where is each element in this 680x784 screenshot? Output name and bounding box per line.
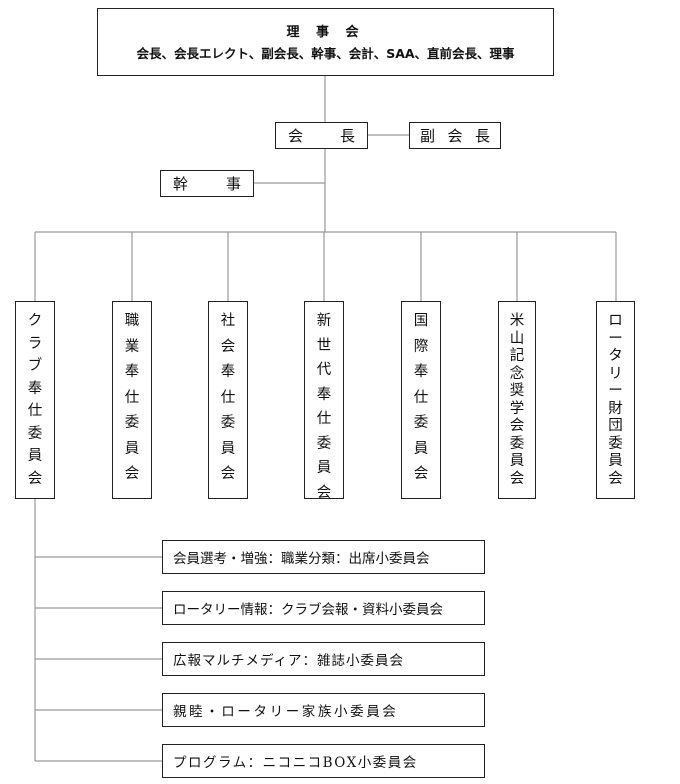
committee-char: 会 xyxy=(413,466,429,482)
subcommittee-label: 親睦・ロータリー家族小委員会 xyxy=(173,704,399,720)
committee-char: 米 xyxy=(509,313,525,329)
committee-community-service: 社 会 奉 仕 委 員 会 xyxy=(208,301,248,499)
committee-char: 仕 xyxy=(220,389,236,406)
subcommittee-label: プログラム：ニコニコBOX小委員会 xyxy=(173,755,418,771)
committee-char: ク xyxy=(27,313,43,329)
subcommittee-label: 広報マルチメディア：雑誌小委員会 xyxy=(173,653,405,669)
subcommittee-label: ロータリー情報：クラブ会報・資料小委員会 xyxy=(173,602,443,618)
committee-char: 会 xyxy=(27,470,43,487)
board-of-directors-box: 理 事 会 会長、会長エレクト、副会長、幹事、会計、SAA、直前会長、理事 xyxy=(97,8,554,76)
committee-char: 職 xyxy=(124,313,140,329)
committee-char: 員 xyxy=(27,448,43,464)
committee-char: 員 xyxy=(220,440,236,457)
committee-char: 会 xyxy=(509,418,525,434)
committee-char: 委 xyxy=(27,425,43,442)
committee-char: 奉 xyxy=(220,364,236,380)
committee-char: 員 xyxy=(509,453,525,469)
committee-char: 仕 xyxy=(124,389,140,406)
committee-char: 会 xyxy=(124,466,140,482)
committee-char: 員 xyxy=(124,440,140,457)
committee-char: 業 xyxy=(124,338,140,355)
president-char: 会 xyxy=(288,127,304,145)
committee-char: 員 xyxy=(608,453,623,469)
committee-char: 仕 xyxy=(27,403,43,419)
committee-club-service: ク ラ ブ 奉 仕 委 員 会 xyxy=(15,301,55,499)
committee-char: 財 xyxy=(608,400,623,417)
secretary-box: 幹 事 xyxy=(160,170,254,197)
secretary-char: 幹 xyxy=(173,175,189,193)
secretary-char: 事 xyxy=(225,175,241,193)
committee-char: 会 xyxy=(316,484,332,501)
committee-char: 会 xyxy=(608,470,623,487)
subcommittee-rotary-information: ロータリー情報：クラブ会報・資料小委員会 xyxy=(162,591,485,625)
vice-president-char: 会 xyxy=(447,127,463,145)
committee-char: 新 xyxy=(316,313,332,329)
subcommittee-program: プログラム：ニコニコBOX小委員会 xyxy=(162,744,485,778)
committee-char: 員 xyxy=(316,460,332,476)
president-box: 会 長 xyxy=(275,122,368,149)
committee-char: 代 xyxy=(316,362,332,378)
committee-char: ロ xyxy=(608,313,623,329)
committee-char: 記 xyxy=(509,348,525,364)
committee-char: 世 xyxy=(316,337,332,354)
committee-char: 奉 xyxy=(316,386,332,403)
committee-char: ブ xyxy=(27,358,43,374)
committee-char: リ xyxy=(608,365,623,382)
committee-yoneyama-scholarship: 米 山 記 念 奨 学 会 委 員 会 xyxy=(498,301,536,499)
committee-char: 団 xyxy=(608,418,623,434)
committee-char: 会 xyxy=(509,470,525,487)
committee-char: 委 xyxy=(124,415,140,431)
subcommittee-fellowship: 親睦・ロータリー家族小委員会 xyxy=(162,693,485,727)
committee-char: 山 xyxy=(509,330,525,347)
committee-char: 会 xyxy=(220,338,236,355)
vice-president-char: 長 xyxy=(474,127,490,145)
committee-char: ー xyxy=(608,383,623,399)
committee-char: 委 xyxy=(413,415,429,431)
committee-international-service: 国 際 奉 仕 委 員 会 xyxy=(401,301,441,499)
board-title: 理 事 会 xyxy=(286,25,365,40)
board-members: 会長、会長エレクト、副会長、幹事、会計、SAA、直前会長、理事 xyxy=(136,46,515,61)
committee-char: 員 xyxy=(413,440,429,457)
committee-char: ラ xyxy=(27,335,43,352)
vice-president-box: 副 会 長 xyxy=(409,122,501,149)
committee-vocational-service: 職 業 奉 仕 委 員 会 xyxy=(112,301,152,499)
subcommittee-label: 会員選考・増強：職業分類：出席小委員会 xyxy=(173,551,430,567)
committee-char: 国 xyxy=(413,313,429,329)
committee-char: 委 xyxy=(509,435,525,452)
committee-char: 委 xyxy=(608,435,623,452)
committee-char: ー xyxy=(608,330,623,347)
committee-char: 際 xyxy=(413,338,429,355)
committee-new-generations-service: 新 世 代 奉 仕 委 員 会 xyxy=(304,301,344,501)
committee-char: 奉 xyxy=(413,364,429,380)
committee-char: 委 xyxy=(220,415,236,431)
committee-char: 学 xyxy=(509,400,525,417)
committee-char: 会 xyxy=(220,466,236,482)
committee-char: 委 xyxy=(316,435,332,452)
subcommittee-public-relations: 広報マルチメディア：雑誌小委員会 xyxy=(162,642,485,676)
vice-president-char: 副 xyxy=(420,127,436,145)
committee-char: タ xyxy=(608,348,623,364)
committee-char: 仕 xyxy=(413,389,429,406)
president-char: 長 xyxy=(339,127,355,145)
subcommittee-membership: 会員選考・増強：職業分類：出席小委員会 xyxy=(162,540,485,574)
committee-char: 仕 xyxy=(316,411,332,427)
committee-char: 奉 xyxy=(124,364,140,380)
committee-char: 奉 xyxy=(27,380,43,397)
committee-rotary-foundation: ロ ー タ リ ー 財 団 委 員 会 xyxy=(596,301,635,499)
committee-char: 奨 xyxy=(509,383,525,399)
committee-char: 社 xyxy=(220,313,236,329)
committee-char: 念 xyxy=(509,365,525,382)
